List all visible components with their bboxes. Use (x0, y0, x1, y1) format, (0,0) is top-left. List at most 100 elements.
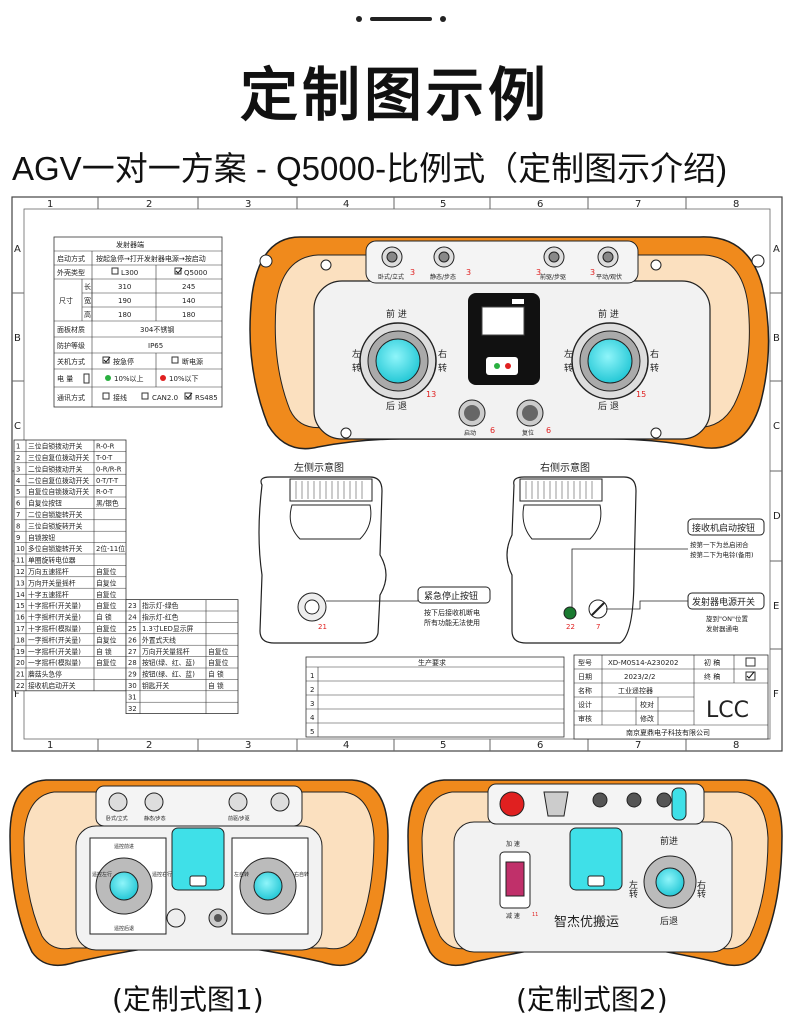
parts-cell: R-0-T (96, 488, 114, 496)
parts-cell: 钥匙开关 (142, 681, 169, 690)
parts-cell: 三位自锁拨动开关 (28, 442, 83, 451)
grid-col-8: 8 (733, 199, 739, 210)
grid-col-5-bottom: 5 (440, 740, 446, 751)
ex2-speed-down: 减 速 (506, 912, 520, 920)
parts-cell: 1 (16, 443, 20, 451)
ex2-brand: 智杰优搬运 (554, 915, 619, 930)
grid-row-b: B (14, 333, 21, 344)
green-led (494, 363, 500, 369)
num22: 22 (566, 623, 575, 631)
parts-cell: 3 (16, 465, 20, 473)
spec-ip-label: 防护等级 (57, 341, 85, 350)
num21: 21 (318, 623, 327, 631)
grid-col-6: 6 (537, 199, 543, 210)
parts-cell: 十字五速摇杆 (28, 590, 69, 599)
parts-cell: 三位自锁旋转开关 (28, 521, 83, 530)
parts-cell: 一字摇杆(开关量) (28, 635, 81, 644)
check-label: 校对 (640, 700, 654, 709)
right-joy-right-turn: 转 (650, 362, 659, 374)
parts-cell: 自复位按钮 (28, 499, 62, 508)
power-desc-2: 发射器通电 (706, 624, 739, 633)
spec-wid-b: 140 (182, 297, 195, 305)
page-title: 定制图示例 (239, 61, 550, 129)
estop-desc-2: 所有功能无法使用 (424, 618, 480, 627)
parts-cell: 19 (16, 648, 25, 656)
parts-cell: 万向五速摇杆 (28, 567, 69, 576)
ex1-left-joystick-knob (109, 871, 139, 901)
receiver-desc-2: 按第二下为电铃(备用) (690, 550, 754, 559)
ex2-speed-up: 加 速 (506, 840, 520, 848)
ex1-jl-right: 遥控右行 (152, 871, 172, 878)
parts-cell: 4 (16, 477, 20, 485)
parts-cell: 按钮(绿、红、蓝) (142, 670, 195, 679)
left-side-title: 左侧示意图 (294, 461, 344, 474)
example-remote-2: 加 速 减 速 11 前进 后退 左转 右转 智杰优搬运 (407, 779, 783, 967)
parts-cell: 一字摇杆(模拟量) (28, 658, 81, 667)
estop-title: 紧急停止按钮 (424, 590, 478, 602)
ex1-jl-bottom: 遥控后退 (114, 925, 134, 932)
parts-cell: 万向开关量摇杆 (28, 578, 76, 587)
grid-col-7-bottom: 7 (635, 740, 641, 751)
production-table: 生产要求 1 2 3 4 5 (305, 656, 565, 738)
parts-cell: 20 (16, 659, 25, 667)
left-joy-back: 后 退 (386, 401, 407, 412)
review-label: 审核 (578, 714, 592, 723)
grid-col-4: 4 (343, 199, 349, 210)
power-title: 发射器电源开关 (692, 596, 755, 608)
parts-cell: 自复位 (96, 578, 117, 587)
ex1-right-joystick-knob (253, 871, 283, 901)
grid-row-d-right: D (773, 511, 781, 522)
spec-comm-opt3: RS485 (195, 394, 218, 402)
parts-cell: 自复位 (208, 658, 229, 667)
switch3-num: 3 (536, 268, 541, 277)
spec-panel-value: 304不锈钢 (140, 325, 174, 334)
ex2-left: 左转 (627, 879, 638, 899)
spec-type-opt1: L300 (121, 269, 138, 277)
parts-cell: 自复位 (96, 635, 117, 644)
left-joy-num: 13 (426, 390, 436, 399)
production-row-2: 2 (310, 686, 314, 694)
estop-desc-1: 按下后接收机断电 (424, 608, 480, 617)
parts-cell: 13 (16, 579, 25, 587)
parts-cell: 8 (16, 522, 20, 530)
grid-row-a-right: A (773, 244, 780, 255)
start-button-label: 启动 (464, 429, 476, 437)
production-row-5: 5 (310, 728, 314, 736)
spec-panel-label: 面板材质 (57, 325, 85, 334)
parts-cell: 接收机启动开关 (28, 681, 76, 690)
design-label: 设计 (578, 700, 592, 709)
production-row-4: 4 (310, 714, 315, 722)
ex1-switch3-label: 前驱/步驱 (228, 815, 250, 822)
parts-cell: R-0-R (96, 443, 115, 451)
parts-cell: 12 (16, 568, 25, 576)
ex1-jl-top: 遥控前进 (114, 843, 134, 850)
parts-cell: T-0-T (95, 454, 113, 462)
grid-col-3-bottom: 3 (245, 740, 251, 751)
remote-front-view: 卧式/立式 静态/步态 前驱/步驱 平动/观伏 3 3 3 3 前 进 后 退 … (249, 236, 770, 450)
ex2-shield-icon (543, 791, 569, 817)
spec-len: 长 (84, 282, 91, 291)
ex1-jr-right: 右自转 (294, 871, 309, 878)
switch2-label: 静态/步态 (430, 273, 456, 281)
spec-len-b: 245 (182, 283, 195, 291)
parts-cell: 按钮(绿、红、蓝) (142, 658, 195, 667)
toggle-switch-icon (381, 246, 619, 268)
spec-hei-a: 180 (118, 311, 131, 319)
grid-col-2-bottom: 2 (146, 740, 152, 751)
parts-cell: 25 (128, 625, 137, 633)
reset-num: 6 (546, 426, 551, 435)
parts-cell: 蘑菇头急停 (28, 670, 62, 679)
ex1-switch2-label: 静态/步态 (144, 815, 166, 822)
parts-cell: 二位自锁旋转开关 (28, 510, 83, 519)
spec-off-opt1: 按急停 (113, 357, 134, 366)
parts-cell: 24 (128, 614, 137, 622)
parts-cell: 自 锁 (208, 670, 224, 679)
switch4-label: 平动/观伏 (596, 273, 622, 281)
spec-table: 发射器端 启动方式 按起急停→打开发射器电源→按启动 外壳类型 L300 Q50… (53, 236, 223, 408)
production-row-3: 3 (310, 700, 314, 708)
ex1-screen (171, 827, 225, 891)
grid-row-f: F (14, 689, 20, 700)
parts-cell: 自 锁 (208, 681, 224, 690)
spec-title: 发射器端 (116, 240, 144, 249)
